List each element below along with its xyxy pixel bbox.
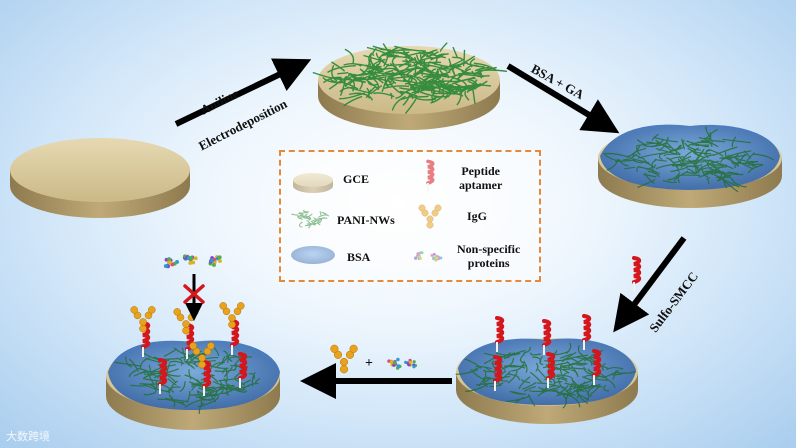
legend-peptide-line1: Peptide [459,164,502,178]
protein-blob [164,257,179,268]
legend-nonspecific-label: Non-specific proteins [457,242,520,270]
pani-electrode [313,43,507,130]
watermark-logo: 大数跨境 [6,428,50,444]
non-specific-proteins-icon [164,254,222,268]
igg-antibody [220,302,245,328]
protein-blob [404,359,417,369]
legend-box: GCE PANI-NWs BSA Peptide aptamer IgG Non… [279,150,541,282]
legend-peptide-label: Peptide aptamer [459,164,502,192]
pani-fiber [464,50,465,66]
bare-gce-electrode [10,138,190,218]
protein-blob [183,254,198,265]
legend-gce-label: GCE [343,172,369,186]
legend-igg-label: IgG [467,209,487,223]
label-plus: + [365,356,373,372]
legend-nonspecific-line2: proteins [457,256,520,270]
legend-bsa-label: BSA [347,250,370,264]
peptide-electrode [456,316,638,424]
peptide-aptamer [634,258,639,292]
peptide-aptamer-icon [634,258,639,292]
legend-peptide-line2: aptamer [459,178,502,192]
igg-antibody [174,308,199,334]
non-specific-proteins-mix-icon [387,358,417,370]
bsa-electrode [598,125,782,208]
legend-pani-label: PANI-NWs [337,213,395,227]
igg-antibody [331,345,358,373]
legend-nonspecific-line1: Non-specific [457,242,520,256]
pani-fiber [408,96,428,97]
protein-blob [209,255,222,267]
igg-icon [331,345,358,373]
igg-antibody [131,306,156,332]
protein-blob [387,358,401,370]
igg-bound-electrode [106,302,280,430]
